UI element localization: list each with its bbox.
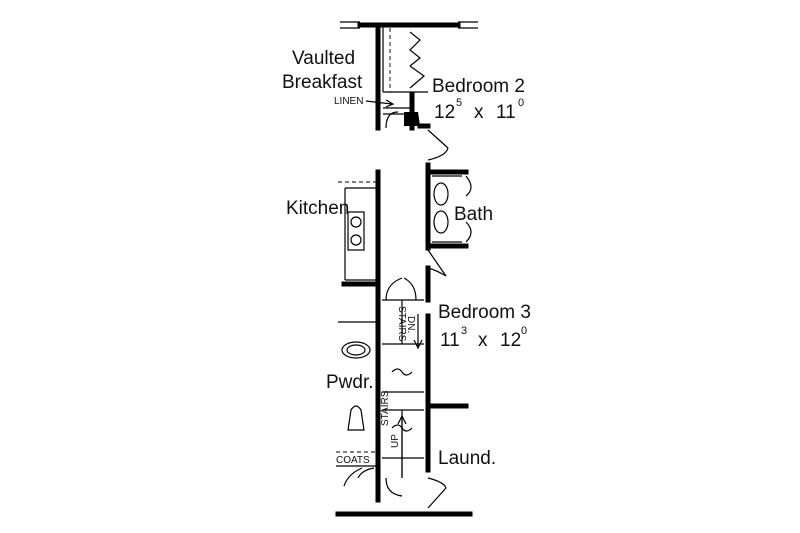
linen-label: LINEN: [334, 96, 363, 107]
stairs-up-label: STAIRS: [380, 390, 391, 426]
coats-closet: [336, 451, 376, 487]
powder-fixtures: [341, 341, 371, 431]
laundry-door: [427, 477, 447, 509]
svg-text:3: 3: [461, 325, 467, 337]
top-wall: [340, 21, 478, 29]
laundry-label: Laund.: [438, 448, 496, 469]
stairs-up-arrow-icon: [397, 414, 407, 476]
bedroom2-door: [427, 129, 449, 161]
svg-text:12: 12: [500, 330, 521, 351]
svg-text:0: 0: [518, 97, 524, 109]
hall-walls: [335, 162, 473, 517]
bath-fixtures: [425, 169, 472, 249]
stairs-down-arrow-icon: [413, 314, 423, 350]
stairs-up-up-label: UP: [390, 434, 401, 448]
svg-text:11: 11: [496, 102, 516, 123]
powder-label: Pwdr.: [326, 372, 374, 393]
svg-text:5: 5: [456, 97, 462, 109]
svg-text:x: x: [478, 330, 488, 351]
bath-label: Bath: [454, 204, 493, 225]
coats-label: COATS: [336, 455, 370, 466]
kitchen-label: Kitchen: [286, 198, 349, 219]
bath-door: [427, 249, 447, 277]
vaulted-label: Vaulted: [292, 48, 355, 69]
svg-text:11: 11: [440, 330, 460, 351]
bedroom2-label: Bedroom 2: [432, 76, 525, 97]
stairs-down-label: STAIRS: [396, 306, 407, 342]
svg-text:12: 12: [434, 102, 455, 123]
breakfast-label: Breakfast: [282, 72, 363, 93]
bedroom3-label: Bedroom 3: [438, 302, 531, 323]
svg-text:0: 0: [521, 325, 527, 337]
svg-text:x: x: [474, 102, 484, 123]
linen-arrow-icon: [365, 99, 395, 108]
bedroom3-dimensions: 11 3 x 12 0: [440, 325, 527, 351]
closet-block: [375, 22, 431, 131]
stairs-down-dn-label: DN.: [405, 316, 416, 333]
bedroom2-dimensions: 12 5 x 11 0: [434, 97, 524, 123]
kitchen-counter: [338, 181, 379, 323]
